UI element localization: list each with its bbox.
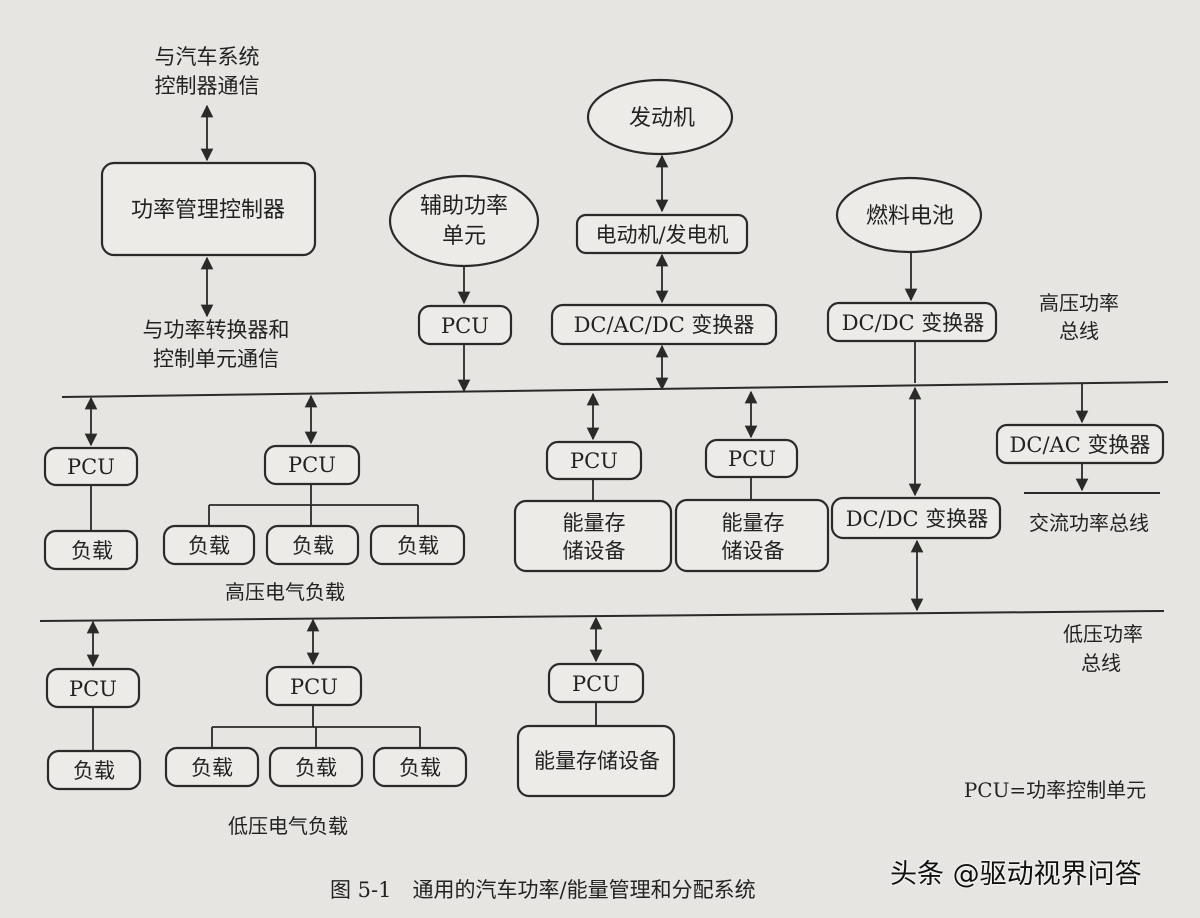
- hv-storage-2-box: [674, 498, 830, 573]
- dc-ac-dc-converter-box: [550, 303, 778, 346]
- lv-loads-label: 低压电气负载: [228, 814, 348, 838]
- hv-load-2-label: 负载: [188, 534, 230, 558]
- hv-pcu-2-label: PCU: [288, 453, 336, 477]
- lv-storage-box: [516, 724, 676, 798]
- motor-generator-box: [575, 213, 749, 255]
- watermark-text: 头条 @驱动视界问答: [890, 859, 1142, 890]
- lv-load-2-label: 负载: [191, 756, 233, 780]
- aux-power-unit-label-2: 单元: [442, 224, 486, 249]
- dc-ac-dc-converter-label: DC/AC/DC 变换器: [574, 313, 755, 337]
- comm-converter-label-1: 与功率转换器和: [143, 318, 290, 342]
- dc-ac-converter-box: [995, 423, 1165, 465]
- hv-pcu-1-label: PCU: [67, 455, 115, 479]
- figure-caption: 图 5-1 通用的汽车功率/能量管理和分配系统: [330, 878, 756, 902]
- hv-load-3-box: [265, 524, 360, 566]
- comm-converter-label-2: 控制单元通信: [153, 347, 279, 371]
- fuel-cell-ellipse: [835, 176, 983, 254]
- hv-load-1-box: [43, 529, 139, 571]
- dc-dc-converter-mid-box: [830, 496, 1002, 540]
- hv-load-3-label: 负载: [292, 534, 334, 558]
- lv-load-1-label: 负载: [73, 759, 115, 783]
- hv-bus-label-2: 总线: [1059, 319, 1099, 343]
- aux-power-unit-label-1: 辅助功率: [420, 194, 508, 219]
- aux-pcu-box: [417, 304, 513, 346]
- hv-load-4-box: [369, 524, 466, 566]
- lv-load-4-box: [372, 746, 468, 788]
- lv-load-3-box: [268, 746, 364, 788]
- hv-load-1-label: 负载: [71, 539, 113, 563]
- aux-pcu-label: PCU: [441, 314, 489, 338]
- hv-pcu-3-label: PCU: [570, 449, 618, 473]
- lv-pcu-3-label: PCU: [572, 672, 620, 696]
- dc-ac-converter-label: DC/AC 变换器: [1010, 433, 1151, 457]
- ac-bus-label: 交流功率总线: [1029, 511, 1149, 535]
- hv-loads-label: 高压电气负载: [225, 580, 345, 604]
- pcu-legend: PCU=功率控制单元: [964, 778, 1146, 802]
- lv-pcu-1-label: PCU: [69, 677, 117, 701]
- hv-bus-line: [61, 381, 1169, 398]
- hv-load-2-box: [162, 524, 256, 566]
- lv-pcu-2-label: PCU: [290, 675, 338, 699]
- comm-vehicle-label-1: 与汽车系统: [155, 45, 260, 69]
- dc-dc-converter-mid-label: DC/DC 变换器: [846, 507, 989, 531]
- lv-bus-label-2: 总线: [1081, 651, 1121, 675]
- tree-hv-pcu-2-loads: [208, 484, 419, 526]
- dc-dc-converter-top-box: [826, 301, 998, 343]
- aux-power-unit-ellipse: [388, 174, 540, 268]
- motor-generator-label: 电动机/发电机: [595, 223, 728, 247]
- engine-label: 发动机: [629, 106, 695, 131]
- hv-pcu-2-box: [263, 444, 361, 486]
- hv-storage-1-label-2: 储设备: [563, 539, 626, 563]
- hv-storage-2-label-1: 能量存: [722, 511, 785, 535]
- hv-pcu-4-label: PCU: [728, 447, 776, 471]
- lv-load-1-box: [46, 749, 142, 791]
- engine-ellipse: [586, 78, 734, 156]
- lv-load-3-label: 负载: [295, 756, 337, 780]
- hv-storage-2-label-2: 储设备: [722, 539, 785, 563]
- lv-bus-line: [39, 610, 1165, 622]
- lv-load-4-label: 负载: [399, 756, 441, 780]
- hv-bus-label-1: 高压功率: [1039, 291, 1119, 315]
- tree-lv-pcu-2-loads: [211, 705, 421, 748]
- lv-pcu-2-box: [265, 665, 363, 707]
- comm-vehicle-label-2: 控制器通信: [155, 74, 260, 98]
- power-management-controller-box: [100, 161, 317, 257]
- power-management-controller-label: 功率管理控制器: [131, 198, 285, 223]
- lv-storage-label: 能量存储设备: [534, 749, 660, 773]
- hv-load-4-label: 负载: [397, 534, 439, 558]
- hv-storage-1-label-1: 能量存: [563, 511, 626, 535]
- lv-load-2-box: [164, 746, 260, 788]
- watermark: 头条 @驱动视界问答: [890, 852, 1190, 902]
- lv-bus-label-1: 低压功率: [1063, 622, 1143, 646]
- dc-dc-converter-top-label: DC/DC 变换器: [842, 311, 985, 335]
- hv-pcu-3-box: [545, 440, 643, 481]
- hv-storage-1-box: [513, 499, 673, 573]
- fuel-cell-label: 燃料电池: [866, 204, 954, 229]
